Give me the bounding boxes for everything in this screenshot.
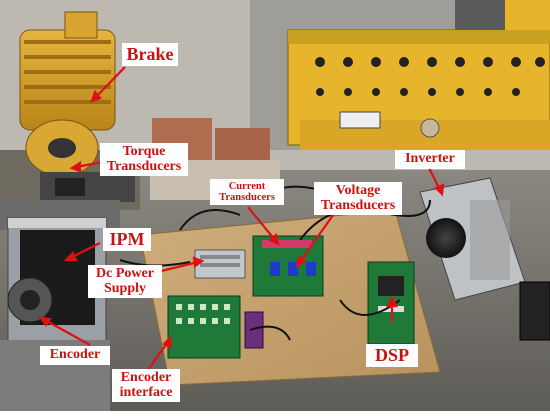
torque-transducer <box>40 172 135 202</box>
label-torque-transducers: Torque Transducers <box>100 143 188 177</box>
label-encoder-if-line2: interface <box>119 384 173 400</box>
label-voltage-line1: Voltage <box>335 183 381 198</box>
label-dc-line1: Dc Power <box>96 266 154 281</box>
label-dc-power-supply: Dc Power Supply <box>88 265 162 299</box>
label-encoder: Encoder <box>40 346 110 365</box>
label-brake: Brake <box>122 43 178 66</box>
label-inverter: Inverter <box>395 150 465 169</box>
annotation-arrows <box>38 66 445 371</box>
label-torque-line2: Transducers <box>106 158 182 174</box>
label-current-line1: Current <box>228 181 266 192</box>
label-encoder-interface: Encoder interface <box>112 369 180 403</box>
label-encoder-if-line1: Encoder <box>120 370 172 385</box>
control-panel <box>287 0 550 150</box>
label-dsp: DSP <box>366 344 418 367</box>
multimeter <box>519 281 550 341</box>
label-voltage-line2: Transducers <box>320 197 396 213</box>
label-voltage-transducers: Voltage Transducers <box>314 182 402 216</box>
label-current-line2: Transducers <box>219 192 275 204</box>
label-ipm: IPM <box>103 228 151 251</box>
label-current-transducers: Current Transducers <box>210 179 284 206</box>
label-torque-line1: Torque <box>122 144 166 159</box>
label-dc-line2: Supply <box>103 280 147 296</box>
